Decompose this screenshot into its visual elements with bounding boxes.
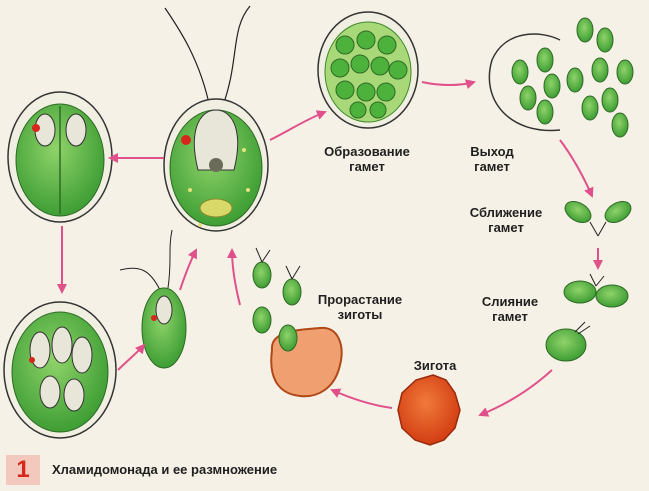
mature-cell — [163, 5, 269, 232]
cycle-arrows — [57, 79, 603, 417]
label-gamete-fusion: Слияние гамет — [481, 294, 539, 324]
gamete-forming-cell — [317, 11, 419, 129]
label-zygote-germination: Прорастание зиготы — [317, 292, 403, 322]
dividing-cell-two — [7, 91, 113, 223]
figure-caption: Хламидомонада и ее размножение — [52, 462, 278, 477]
label-gamete-exit: Выход гамет — [470, 144, 514, 174]
zygote-cell — [397, 374, 461, 446]
gametes-approaching — [564, 201, 632, 237]
germinating-zygote — [252, 247, 343, 398]
fused-gamete-cell — [545, 321, 591, 362]
zoospore — [119, 229, 187, 369]
label-zygote: Зигота — [413, 358, 457, 373]
label-gamete-formation: Образование гамет — [324, 144, 410, 174]
gametes-fusing — [563, 273, 629, 308]
figure-number: 1 — [6, 455, 40, 485]
label-gamete-approach: Сближение гамет — [469, 205, 543, 235]
gametes-release — [488, 17, 634, 138]
dividing-cell-many — [3, 301, 117, 439]
